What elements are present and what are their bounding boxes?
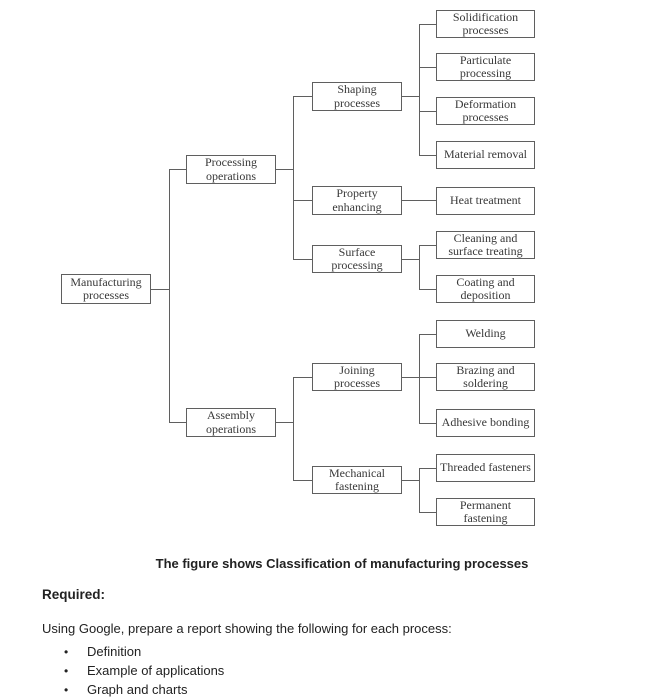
connector-line [293,259,312,260]
connector-line [293,377,312,378]
node-manufacturing-processes: Manufacturing processes [61,274,151,304]
connector-line [419,24,436,25]
node-mechanical-fastening: Mechanical fastening [312,466,402,494]
connector-line [419,377,436,378]
node-brazing-soldering: Brazing and soldering [436,363,535,391]
connector-line [419,245,436,246]
node-deformation-processes: Deformation processes [436,97,535,125]
connector-line [169,169,170,423]
node-solidification-processes: Solidification processes [436,10,535,38]
bullet-label: Definition [87,644,142,659]
connector-line [276,422,293,423]
connector-line [293,96,312,97]
node-surface-processing: Surface processing [312,245,402,273]
bullet-icon: • [64,664,69,678]
connector-line [293,96,294,260]
node-joining-processes: Joining processes [312,363,402,391]
connector-line [419,334,436,335]
connector-line [419,468,436,469]
node-assembly-operations: Assembly operations [186,408,276,437]
bullet-icon: • [64,645,69,659]
connector-line [419,512,436,513]
bullet-label: Graph and charts [87,682,188,697]
required-heading: Required: [42,587,106,602]
connector-line [293,480,312,481]
connector-line [402,200,436,201]
node-cleaning-surface-treating: Cleaning and surface treating [436,231,535,259]
bullet-label: Example of applications [87,663,225,678]
connector-line [419,67,436,68]
task-intro: Using Google, prepare a report showing t… [42,621,452,636]
connector-line [419,334,420,424]
connector-line [293,377,294,481]
node-adhesive-bonding: Adhesive bonding [436,409,535,437]
connector-line [293,200,312,201]
connector-line [419,289,436,290]
bullet-item-definition: • Definition [64,644,141,659]
connector-line [276,169,293,170]
figure-caption: The figure shows Classification of manuf… [155,556,529,571]
connector-line [402,377,419,378]
node-permanent-fastening: Permanent fastening [436,498,535,526]
connector-line [419,245,420,290]
connector-line [402,96,419,97]
node-coating-deposition: Coating and deposition [436,275,535,303]
bullet-item-example-of-applications: • Example of applications [64,663,224,678]
connector-line [419,111,436,112]
node-particulate-processing: Particulate processing [436,53,535,81]
node-heat-treatment: Heat treatment [436,187,535,215]
node-processing-operations: Processing operations [186,155,276,184]
connector-line [151,289,169,290]
connector-line [169,422,186,423]
node-shaping-processes: Shaping processes [312,82,402,111]
connector-line [419,24,420,156]
bullet-icon: • [64,683,69,697]
connector-line [419,155,436,156]
connector-line [169,169,186,170]
bullet-item-graph-and-charts: • Graph and charts [64,682,187,697]
connector-line [402,480,419,481]
connector-line [419,423,436,424]
node-welding: Welding [436,320,535,348]
connector-line [402,259,419,260]
node-property-enhancing: Property enhancing [312,186,402,215]
node-material-removal: Material removal [436,141,535,169]
connector-line [419,468,420,513]
node-threaded-fasteners: Threaded fasteners [436,454,535,482]
